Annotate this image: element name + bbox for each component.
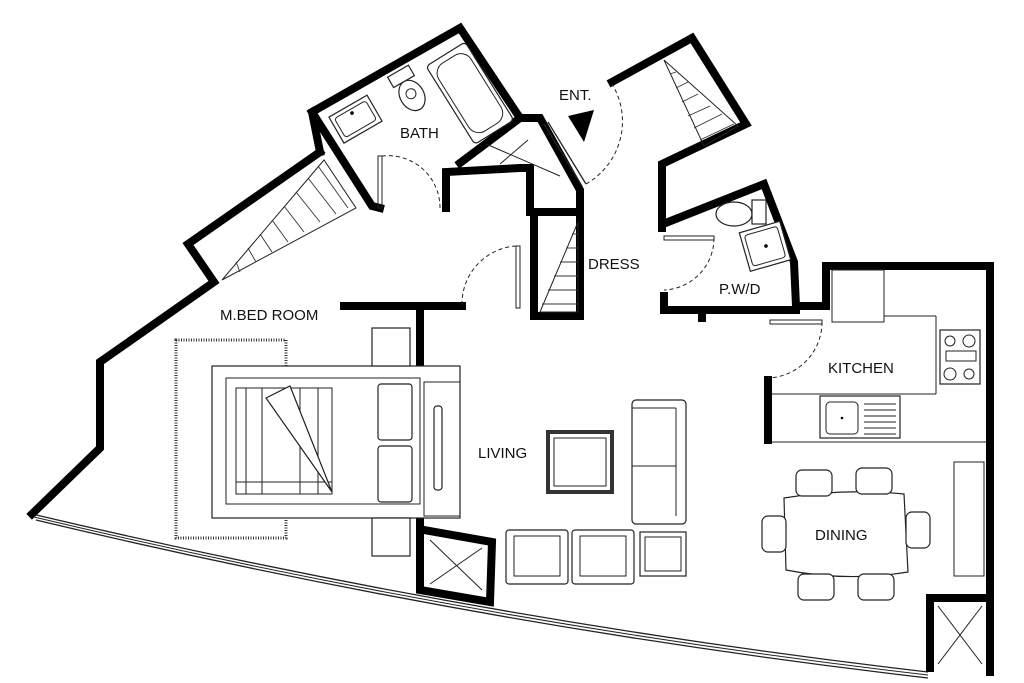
stair-left [221, 159, 357, 281]
walls [26, 22, 994, 676]
stair-dress [539, 221, 579, 313]
bed [211, 365, 461, 519]
door-dress[interactable] [461, 245, 521, 309]
room-label-master-bedroom: M.BED ROOM [220, 307, 318, 324]
pwd-sink [738, 220, 792, 273]
tv-unit [423, 381, 461, 517]
living-rug [546, 430, 614, 494]
pwd-toilet [715, 199, 767, 227]
room-label-bath: BATH [400, 125, 439, 142]
shaft-living [429, 539, 483, 591]
door-kitchen[interactable] [767, 319, 823, 379]
kitchen-counter [772, 269, 986, 443]
kitchen-sink [819, 395, 901, 439]
cooktop [939, 329, 981, 385]
entrance-arrow-icon [568, 110, 594, 142]
facade-glazing [31, 513, 929, 679]
nightstand-top [371, 327, 411, 367]
room-label-powder: P.W/D [719, 281, 761, 298]
door-entrance[interactable] [543, 83, 623, 187]
room-label-living: LIVING [478, 445, 527, 462]
armchair-1 [505, 529, 569, 585]
armchair-2 [571, 529, 635, 585]
toilet [386, 64, 426, 112]
sideboard [953, 461, 985, 577]
room-label-kitchen: KITCHEN [828, 360, 894, 377]
door-bath[interactable] [377, 155, 441, 209]
bath-sink [328, 94, 383, 144]
nightstand-bottom [371, 517, 411, 557]
side-table [639, 531, 687, 577]
door-pwd[interactable] [663, 235, 715, 291]
sofa [631, 399, 687, 525]
dining-set [761, 467, 931, 601]
room-label-dress: DRESS [588, 256, 640, 273]
room-label-entrance: ENT. [559, 87, 592, 104]
bedroom-rug [174, 338, 288, 540]
stair-landing-bath [485, 139, 561, 177]
bathtub [426, 42, 513, 144]
shaft-dining [937, 605, 983, 665]
stair-entrance [663, 59, 739, 147]
room-label-dining: DINING [815, 527, 868, 544]
